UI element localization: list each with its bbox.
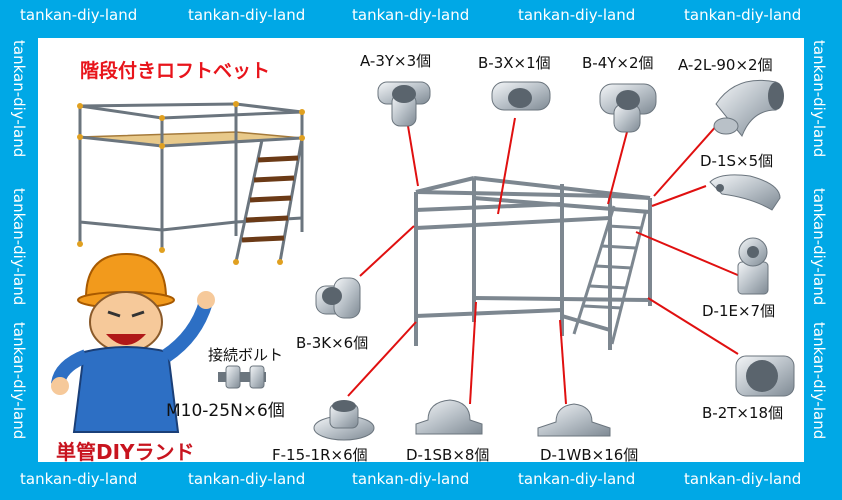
watermark-top-5: tankan-diy-land [684, 6, 802, 24]
label-b3x: B-3X×1個 [478, 54, 551, 72]
fitting-d1wb-icon [537, 403, 611, 437]
label-d1e: D-1E×7個 [702, 302, 776, 320]
label-a3y: A-3Y×3個 [360, 52, 432, 70]
mascot-illustration [51, 252, 215, 433]
label-b4y: B-4Y×2個 [582, 54, 654, 72]
watermark-top-1: tankan-diy-land [20, 6, 138, 24]
label-b3k: B-3K×6個 [296, 334, 369, 352]
fitting-a3y-icon [377, 81, 431, 127]
fitting-a2l-icon [713, 79, 784, 137]
fitting-b2t-icon [735, 355, 795, 397]
watermark-bottom-3: tankan-diy-land [352, 470, 470, 488]
loft-bed-illustration [78, 102, 304, 263]
bed-joints [77, 101, 305, 265]
fitting-f15-icon [313, 400, 375, 441]
label-bolt-size: M10-25N×6個 [166, 401, 285, 421]
bed-stairs [241, 155, 299, 243]
label-b2t: B-2T×18個 [702, 404, 784, 422]
watermark-top-3: tankan-diy-land [352, 6, 470, 24]
main-stair [572, 205, 648, 345]
main-frame [414, 176, 652, 350]
watermark-bottom-4: tankan-diy-land [518, 470, 636, 488]
fitting-b3k-icon [315, 277, 361, 319]
watermark-bottom-2: tankan-diy-land [188, 470, 306, 488]
bolt-icon [218, 365, 266, 389]
watermark-top-4: tankan-diy-land [518, 6, 636, 24]
fitting-b4y-icon [599, 83, 657, 133]
label-d1sb: D-1SB×8個 [406, 446, 490, 464]
watermark-bottom-5: tankan-diy-land [684, 470, 802, 488]
label-d1wb: D-1WB×16個 [540, 446, 639, 464]
fitting-b3x-icon [491, 81, 551, 111]
fitting-d1sb-icon [415, 399, 483, 435]
label-a2l: A-2L-90×2個 [678, 56, 773, 74]
page-title: 階段付きロフトベット [80, 60, 271, 82]
fitting-d1e-icon [737, 237, 769, 295]
label-bolt: 接続ボルト [208, 346, 284, 364]
watermark-top-2: tankan-diy-land [188, 6, 306, 24]
brand-name: 単管DIYランド [56, 440, 195, 464]
leader-lines [347, 117, 741, 405]
label-d1s: D-1S×5個 [700, 152, 774, 170]
label-f15: F-15-1R×6個 [272, 446, 368, 464]
watermark-bottom-1: tankan-diy-land [20, 470, 138, 488]
fitting-d1s-icon [709, 174, 781, 211]
